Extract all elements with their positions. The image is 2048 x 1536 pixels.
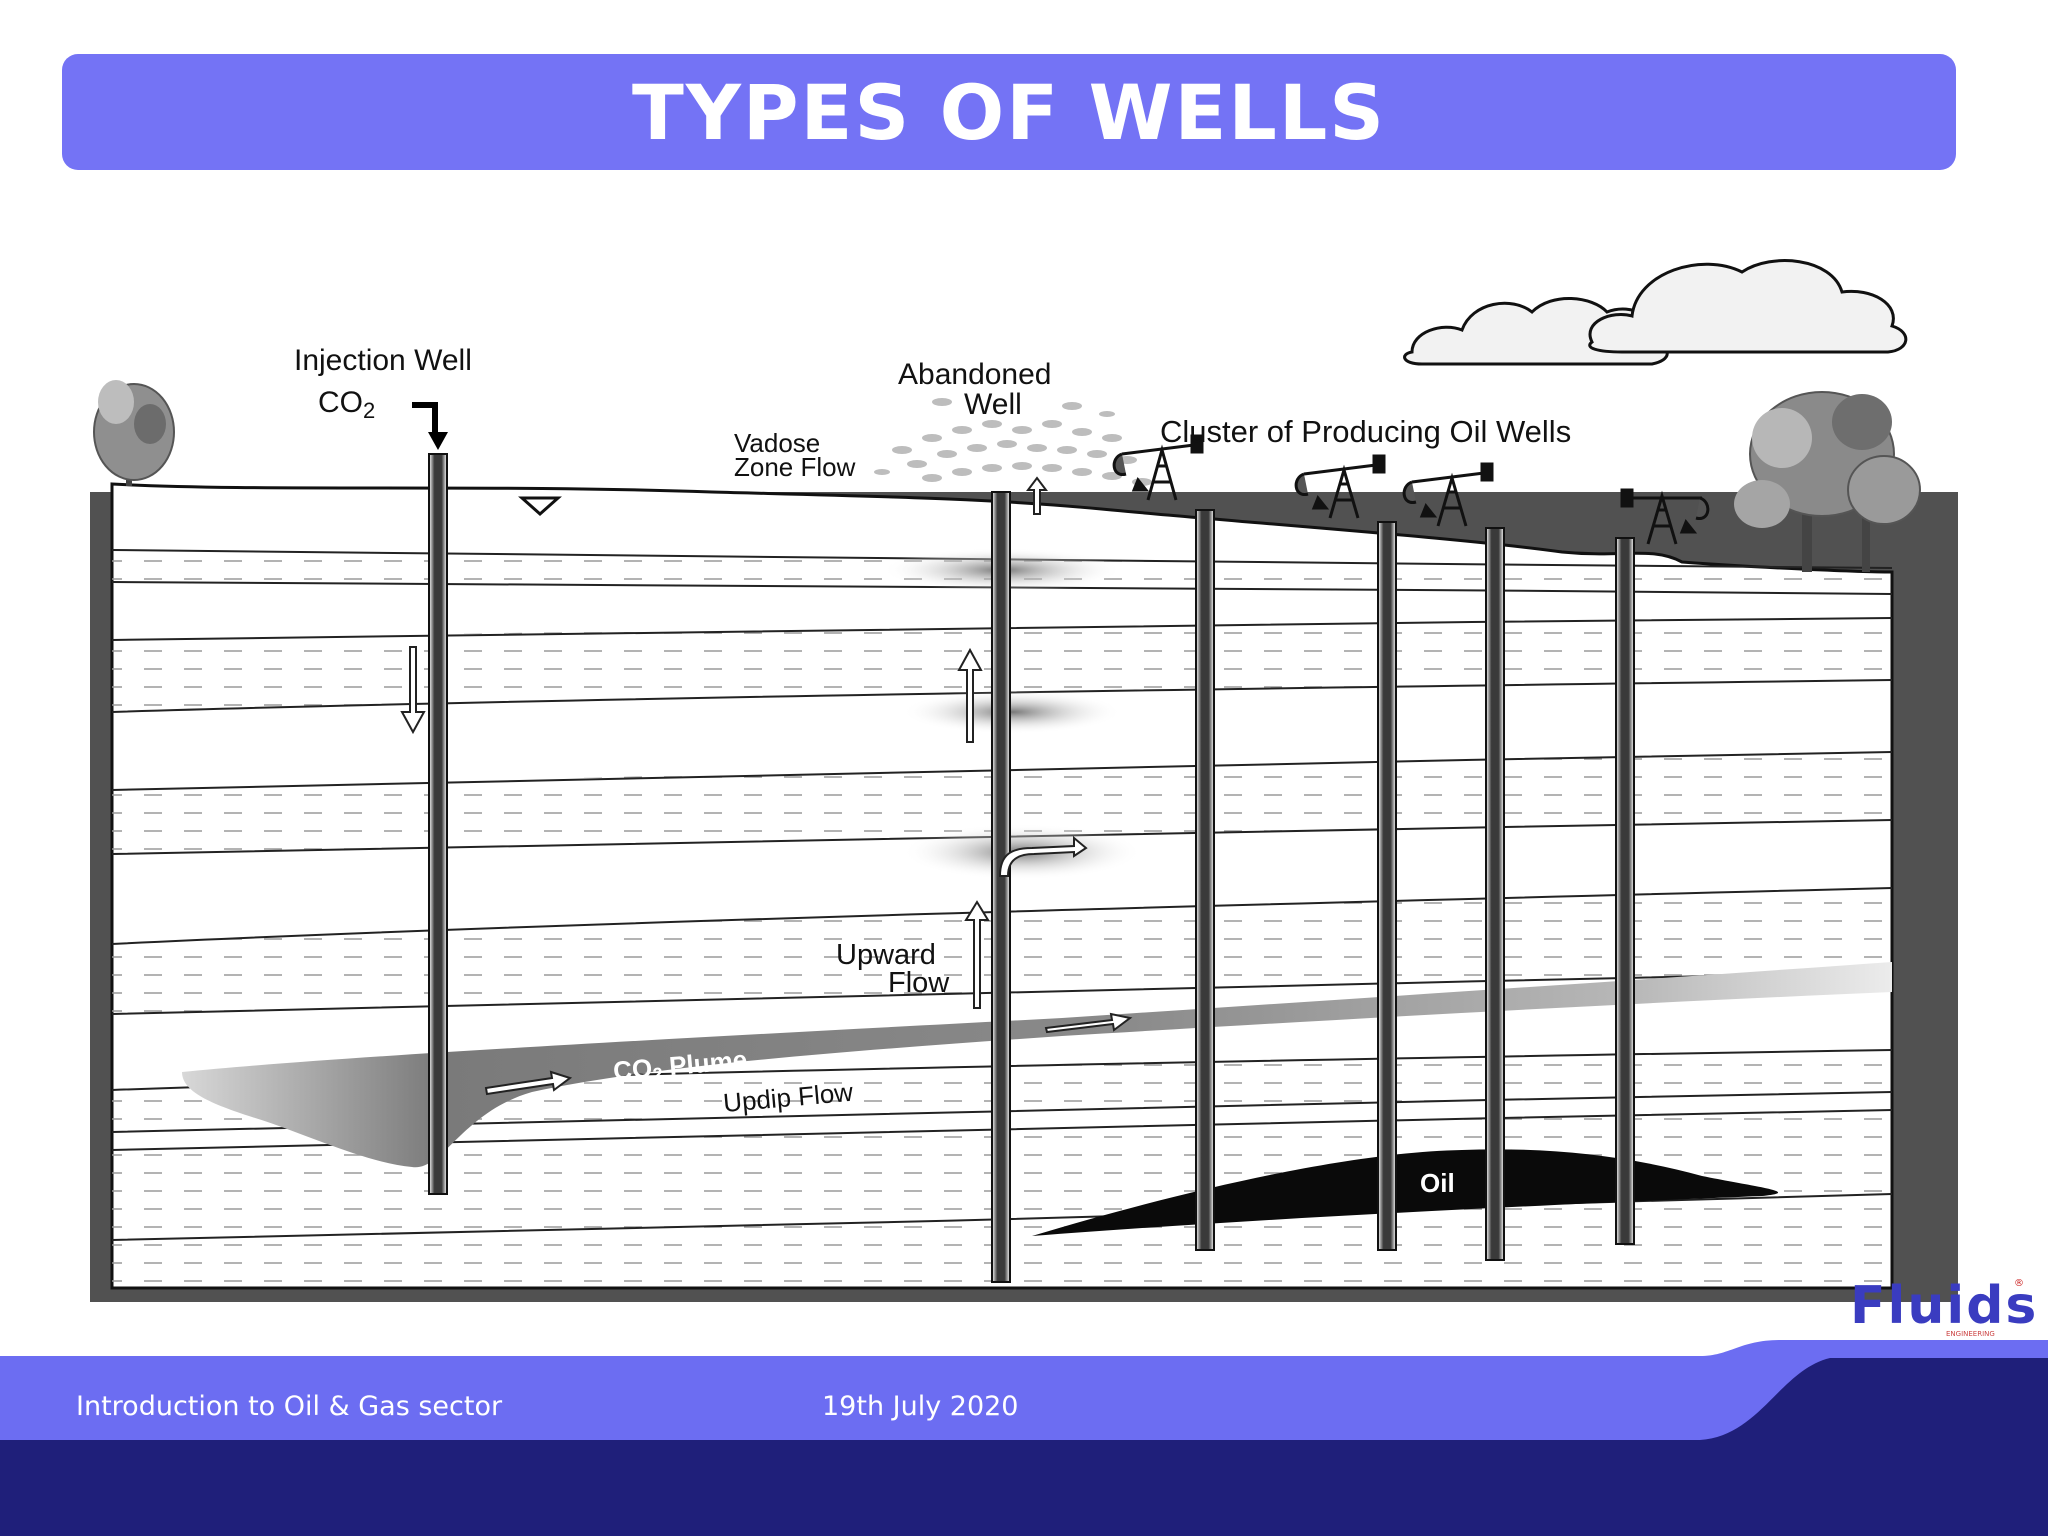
- down-flow-arrow: [400, 646, 426, 735]
- logo-word: Fluids: [1850, 1276, 2039, 1336]
- logo-sub: ENGINEERING: [1946, 1330, 1995, 1338]
- injection-arrow: [412, 402, 448, 450]
- label-injection-well: Injection Well: [294, 344, 472, 377]
- label-vadose-line2: Zone Flow: [734, 452, 856, 482]
- up-flow-arrow-3: [1026, 476, 1048, 515]
- label-co2-sub: 2: [363, 398, 375, 423]
- label-upward-line2: Flow: [888, 967, 950, 999]
- vadose-dots: [874, 398, 1152, 486]
- label-abandoned-line2: Well: [964, 388, 1022, 421]
- label-co2-main: CO: [318, 386, 363, 419]
- tree-left-icon: [93, 380, 175, 486]
- label-co2: CO2: [318, 386, 375, 423]
- co2-plume: [182, 962, 1892, 1168]
- up-flow-arrow-2: [964, 900, 990, 1009]
- fluids-logo: Fluids ENGINEERING ®: [1850, 1276, 2036, 1346]
- water-table-symbol: [518, 496, 562, 517]
- oil-reservoir: [1032, 1149, 1779, 1236]
- pump-jack-1-icon: [1112, 434, 1204, 501]
- label-plume-co: CO: [612, 1053, 653, 1086]
- pump-jack-4-icon: [1620, 488, 1710, 545]
- footer-course: Introduction to Oil & Gas sector: [76, 1391, 503, 1422]
- producing-well-1-pipe: [1195, 509, 1215, 1251]
- label-oil: Oil: [1420, 1168, 1455, 1198]
- label-vadose-line1: Vadose: [734, 428, 820, 458]
- title-bar: TYPES OF WELLS: [62, 54, 1956, 170]
- wells-diagram: Injection Well CO2 Abandoned Well Vadose…: [90, 259, 1958, 1302]
- plume-flow-arrow-1: [484, 1070, 573, 1096]
- pump-jack-2-icon: [1294, 454, 1386, 519]
- branch-flow-arrow: [998, 835, 1088, 877]
- label-cluster: Cluster of Producing Oil Wells: [1160, 414, 1571, 449]
- footer-date: 19th July 2020: [822, 1391, 1019, 1422]
- plume-flow-arrow-2: [1044, 1012, 1133, 1034]
- clouds-icon: [1403, 259, 1908, 366]
- tree-right-icon: [1734, 391, 1921, 572]
- label-plume-word: Plume: [661, 1044, 749, 1081]
- label-abandoned-line1: Abandoned: [898, 358, 1052, 391]
- producing-well-4-pipe: [1615, 537, 1635, 1245]
- logo-reg: ®: [2014, 1278, 2024, 1289]
- abandoned-well-pipe: [991, 491, 1011, 1283]
- pump-jack-3-icon: [1402, 462, 1494, 527]
- footer-band: [0, 1340, 2048, 1536]
- injection-well-pipe: [428, 453, 448, 1195]
- label-co2-plume: CO2 Plume: [612, 1044, 749, 1088]
- label-upward-line1: Upward: [836, 939, 936, 971]
- producing-well-2-pipe: [1377, 521, 1397, 1251]
- slide-title: TYPES OF WELLS: [631, 67, 1386, 157]
- producing-well-3-pipe: [1485, 527, 1505, 1261]
- label-plume-sub: 2: [652, 1064, 664, 1085]
- up-flow-arrow-1: [957, 647, 983, 743]
